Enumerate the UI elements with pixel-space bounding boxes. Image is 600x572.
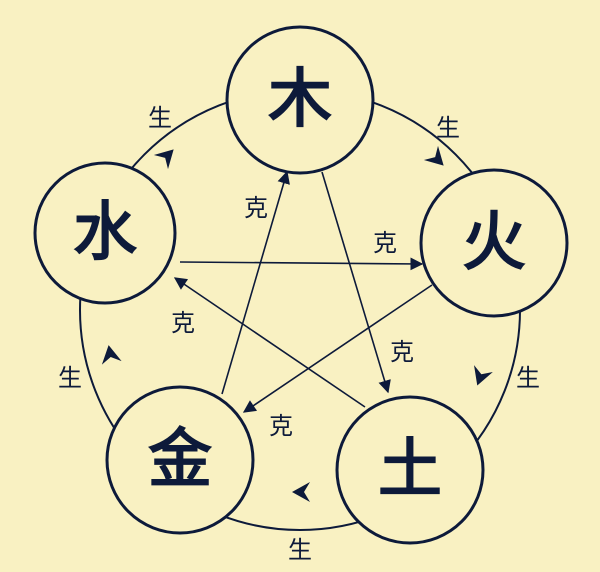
overcome-line-wood-earth	[321, 171, 391, 394]
overcome-line-earth-water	[173, 277, 366, 408]
generate-label-fire-earth: 生	[516, 364, 540, 392]
cycle-arrow-water-wood	[153, 149, 174, 170]
cycle-arrow-metal-water	[101, 345, 122, 365]
node-earth: 土	[335, 395, 485, 545]
overcome-line-fire-metal	[242, 284, 433, 413]
node-water-label: 水	[73, 196, 138, 270]
node-metal-label: 金	[147, 423, 213, 497]
overcome-label-earth-water: 克	[171, 309, 195, 337]
overcome-label-wood-earth: 克	[390, 338, 414, 366]
generate-label-wood-fire: 生	[436, 114, 460, 142]
cycle-arrow-wood-fire	[423, 145, 444, 166]
node-wood: 木	[225, 25, 375, 175]
node-fire-label: 火	[462, 206, 526, 280]
node-fire: 火	[419, 168, 569, 318]
overcome-label-fire-metal: 克	[269, 412, 293, 440]
generate-label-water-wood: 生	[148, 104, 172, 132]
node-earth-label: 土	[378, 433, 442, 507]
node-water: 水	[33, 161, 177, 305]
node-metal: 金	[105, 385, 255, 535]
overcome-label-metal-wood: 克	[244, 194, 268, 222]
generate-label-metal-water: 生	[58, 364, 82, 392]
cycle-arrow-earth-metal	[292, 482, 310, 502]
overcome-line-water-fire	[179, 257, 424, 271]
generate-label-earth-metal: 生	[288, 536, 312, 564]
overcome-line-metal-wood	[221, 170, 290, 395]
cycle-arrow-fire-earth	[474, 365, 493, 386]
node-wood-label: 木	[268, 63, 332, 137]
overcome-label-water-fire: 克	[373, 229, 397, 257]
